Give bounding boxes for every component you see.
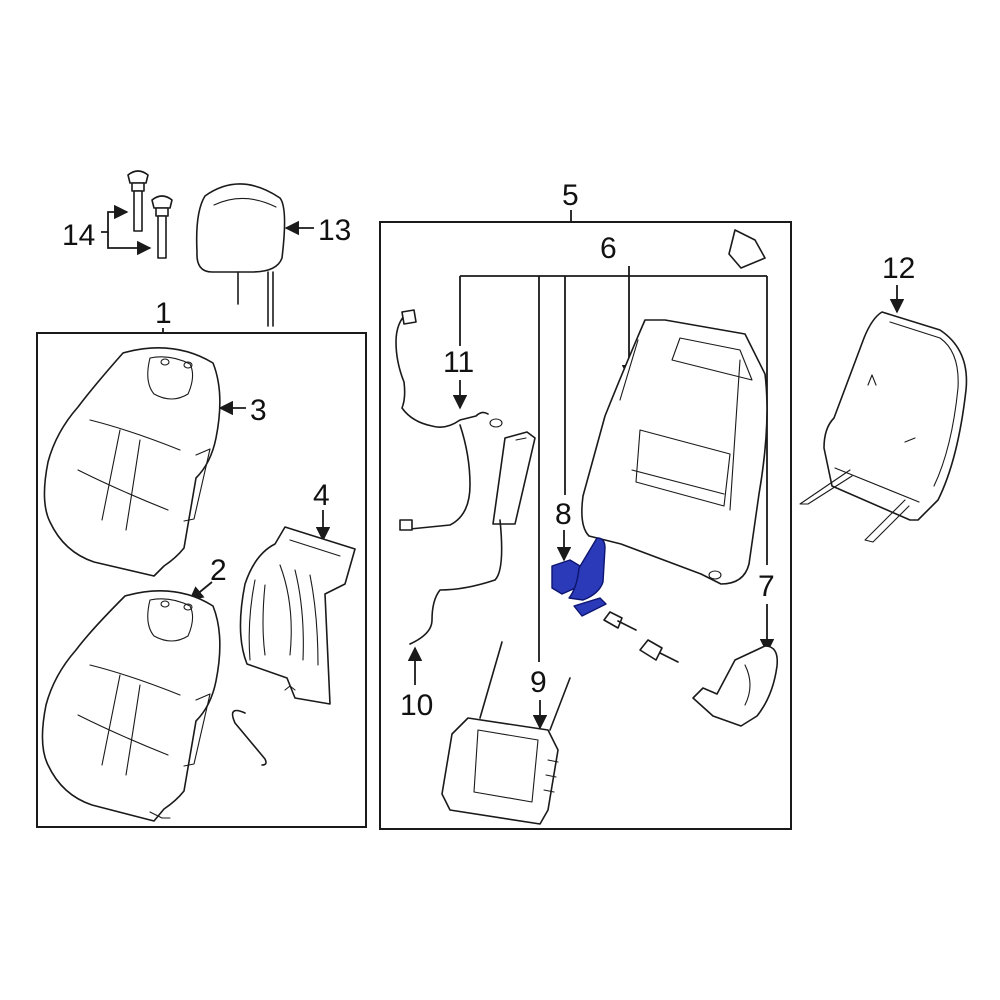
part-4-heater-mat[interactable] bbox=[239, 526, 356, 705]
part-11-wiring-harness[interactable] bbox=[395, 309, 503, 531]
part-12-seat-back-panel[interactable] bbox=[799, 311, 968, 543]
callout-5[interactable]: 5 bbox=[562, 179, 579, 212]
group-box-5 bbox=[379, 221, 792, 830]
part-9-lumbar-support[interactable] bbox=[441, 641, 571, 825]
callout-2[interactable]: 2 bbox=[210, 554, 227, 587]
callout-14[interactable]: 14 bbox=[62, 219, 95, 252]
part-10-sensor-cable[interactable] bbox=[409, 431, 536, 645]
group-box-1 bbox=[36, 332, 367, 828]
callout-6[interactable]: 6 bbox=[600, 232, 617, 265]
part-13-headrest[interactable] bbox=[195, 183, 286, 327]
callout-11[interactable]: 11 bbox=[443, 346, 474, 379]
part-2-seat-back-cover[interactable] bbox=[41, 590, 221, 822]
part-7-trim-cover[interactable] bbox=[692, 645, 779, 727]
callout-12[interactable]: 12 bbox=[882, 252, 915, 285]
trim-clip bbox=[728, 229, 766, 269]
part-8-bracket-highlighted[interactable] bbox=[551, 537, 607, 617]
callout-4[interactable]: 4 bbox=[313, 479, 330, 512]
fastener-bolts bbox=[603, 611, 679, 663]
callout-7[interactable]: 7 bbox=[758, 570, 775, 603]
part-14-guide-pins[interactable] bbox=[127, 170, 173, 259]
hook-clip bbox=[231, 709, 267, 766]
callout-9[interactable]: 9 bbox=[530, 666, 547, 699]
callout-8[interactable]: 8 bbox=[555, 498, 572, 531]
part-3-seat-back-cover[interactable] bbox=[43, 347, 221, 577]
part-6-seat-back-frame[interactable] bbox=[581, 319, 768, 585]
callout-10[interactable]: 10 bbox=[400, 689, 433, 722]
callout-3[interactable]: 3 bbox=[250, 394, 267, 427]
callout-1[interactable]: 1 bbox=[155, 297, 172, 330]
callout-13[interactable]: 13 bbox=[318, 214, 351, 247]
